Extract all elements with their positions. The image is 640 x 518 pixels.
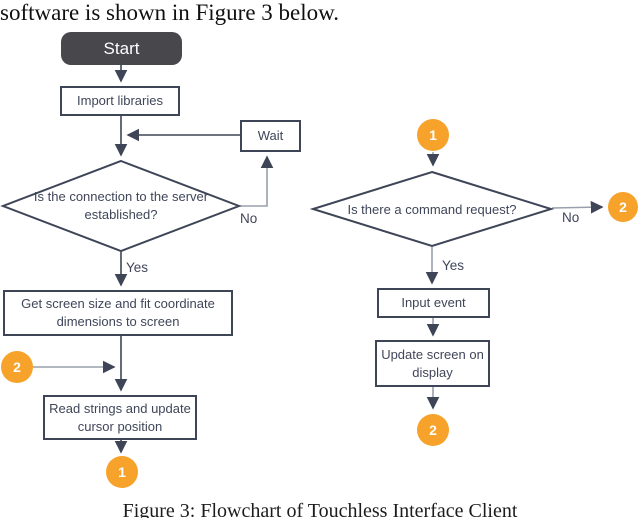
branch-label-no-left: No — [240, 211, 258, 226]
process-box-get-screen: Get screen size and fit coordinate dimen… — [3, 290, 233, 336]
start-node: Start — [61, 32, 182, 65]
offpage-connector-1-left: 1 — [106, 456, 138, 488]
offpage-connector-1-right: 1 — [417, 119, 449, 151]
branch-label-yes-left: Yes — [126, 260, 149, 275]
process-box-update-screen: Update screen on display — [375, 340, 490, 387]
decision-text-command: Is there a command request? — [347, 202, 517, 217]
process-box-input-event: Input event — [377, 288, 490, 318]
arrow-no-to-wait — [240, 155, 274, 207]
figure-caption: Figure 3: Flowchart of Touchless Interfa… — [122, 500, 518, 518]
branch-label-no-right: No — [562, 210, 580, 225]
arrow-no-to-connector2 — [551, 200, 604, 214]
offpage-connector-2-bottom: 2 — [417, 414, 449, 446]
process-box-read-strings: Read strings and update cursor position — [43, 395, 197, 440]
decision-diamond-connection — [0, 159, 242, 253]
process-box-wait: Wait — [240, 120, 301, 152]
offpage-connector-2-right: 2 — [608, 192, 638, 222]
offpage-connector-2-left: 2 — [1, 351, 33, 383]
decision-diamond-command — [309, 170, 555, 248]
decision-text-connection: Is the connection to the server establis… — [33, 189, 209, 223]
branch-label-yes-right: Yes — [442, 258, 465, 273]
process-box-import-libraries: Import libraries — [60, 86, 180, 116]
intro-text: software is shown in Figure 3 below. — [0, 0, 339, 25]
